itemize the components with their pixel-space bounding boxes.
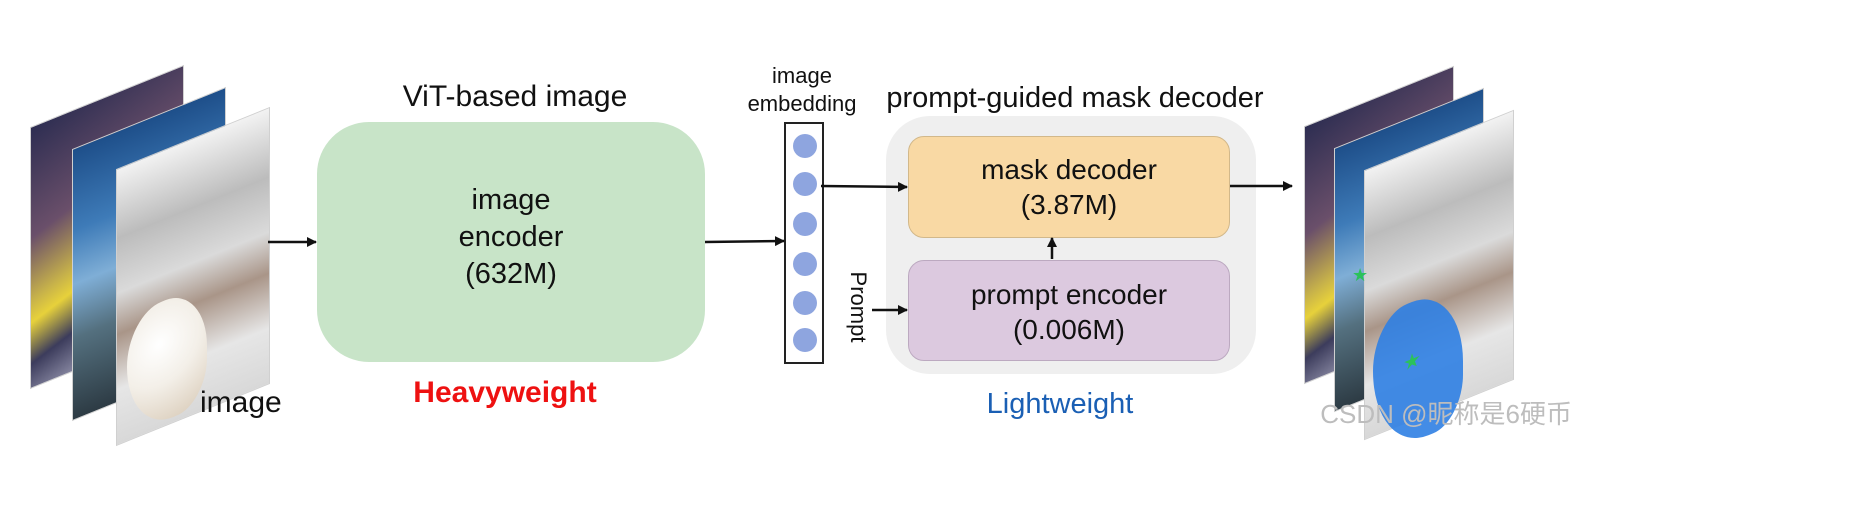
arrow-encoder-to-embedding [704, 236, 785, 247]
mask-decoder-name: mask decoder [981, 154, 1157, 185]
embedding-line1: image [772, 63, 832, 88]
prompt-encoder-box [908, 260, 1230, 361]
encoder-params: (632M) [465, 258, 557, 290]
embedding-dot [793, 212, 817, 236]
watermark: CSDN @昵称是6硬币 [1320, 399, 1572, 429]
embedding-title: image embedding [740, 62, 864, 118]
embedding-dot [793, 291, 817, 315]
output-image-stack: ★ ★ [1300, 60, 1520, 458]
mask-decoder-label: mask decoder (3.87M) [908, 152, 1230, 222]
lightweight-label: Lightweight [986, 388, 1134, 420]
mask-decoder-params: (3.87M) [1020, 189, 1118, 220]
heavyweight-label: Heavyweight [413, 376, 597, 409]
encoder-line1: image [471, 184, 551, 216]
embedding-dot [793, 134, 817, 158]
input-image-caption: image [200, 386, 282, 419]
image-embedding-column [784, 122, 824, 364]
prompt-encoder-label: prompt encoder (0.006M) [908, 277, 1230, 347]
prompt-encoder-params: (0.006M) [1012, 314, 1126, 345]
embedding-dot [793, 252, 817, 276]
decoder-title: prompt-guided mask decoder [886, 82, 1264, 114]
encoder-line2: encoder [458, 221, 564, 253]
embedding-line2: embedding [747, 91, 857, 116]
embedding-dot [793, 328, 817, 352]
image-encoder-label: image encoder (632M) [317, 182, 705, 293]
prompt-encoder-name: prompt encoder [970, 279, 1168, 310]
image-encoder-box [317, 122, 705, 362]
arrow-embedding-to-mask-decoder [820, 181, 908, 192]
mask-decoder-box [908, 136, 1230, 238]
embedding-dot [793, 172, 817, 196]
prompt-point-star-icon: ★ [1352, 265, 1369, 285]
